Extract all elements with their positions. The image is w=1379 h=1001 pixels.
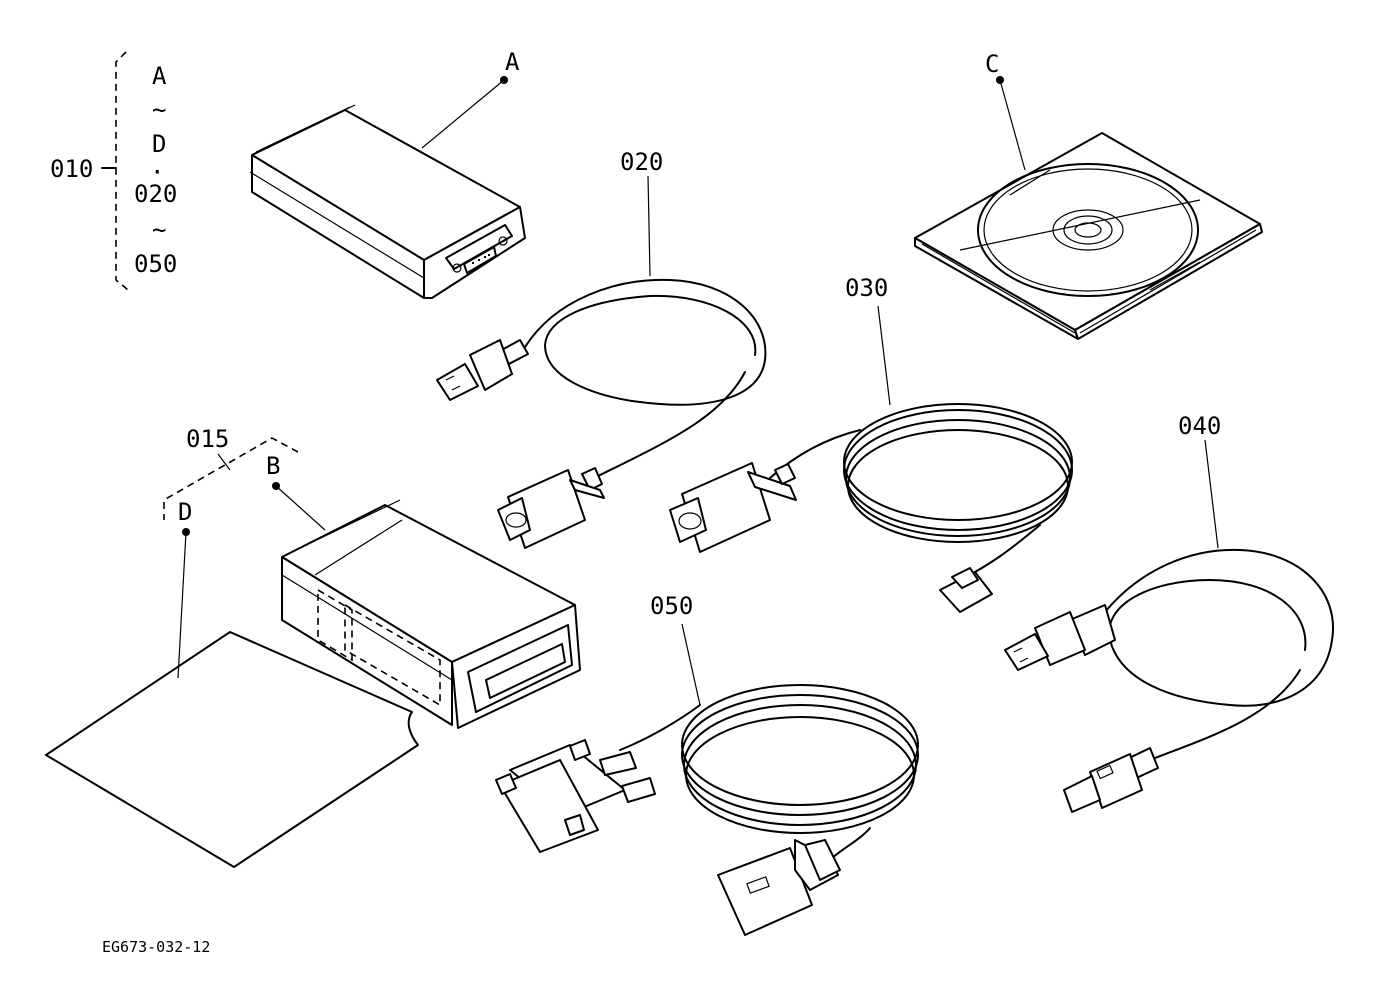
leader-c-dot — [996, 76, 1004, 84]
interface-box-a — [249, 104, 526, 299]
callout-b: B — [266, 452, 280, 480]
callout-030: 030 — [845, 274, 888, 302]
leader-a — [421, 79, 505, 149]
leader-c — [999, 79, 1026, 171]
figure-code: EG673-032-12 — [102, 938, 210, 956]
leader-a-dot — [500, 76, 508, 84]
range-tilde-1: ~ — [152, 96, 166, 124]
leader-050 — [681, 623, 701, 706]
range-b-start-label: 020 — [134, 180, 177, 208]
kit-015-bracket — [163, 437, 299, 520]
range-tilde-2: ~ — [152, 216, 166, 244]
leader-b-dot — [272, 482, 280, 490]
cable-030 — [669, 403, 1073, 613]
leader-d — [177, 531, 187, 679]
callout-040: 040 — [1178, 412, 1221, 440]
leader-d-dot — [182, 528, 190, 536]
cable-040 — [1004, 548, 1335, 813]
leader-040 — [1204, 439, 1219, 549]
callout-d: D — [178, 498, 192, 526]
callout-020: 020 — [620, 148, 663, 176]
assembly-bracket — [101, 51, 129, 291]
document-d — [45, 631, 419, 868]
cable-050 — [495, 684, 919, 936]
callout-010: 010 — [50, 155, 93, 183]
range-mid-label: D — [152, 130, 166, 158]
callout-a: A — [505, 48, 520, 76]
callout-015: 015 — [186, 425, 229, 453]
cd-case-c — [914, 132, 1263, 340]
range-end-label: 050 — [134, 250, 177, 278]
module-b — [281, 499, 581, 729]
leader-b — [275, 485, 326, 531]
callout-c: C — [985, 50, 999, 78]
cable-020 — [436, 278, 767, 549]
range-start-label: A — [152, 62, 167, 90]
range-dot: · — [150, 158, 164, 186]
leader-030 — [877, 305, 891, 406]
callout-050: 050 — [650, 592, 693, 620]
leader-020 — [647, 175, 651, 277]
